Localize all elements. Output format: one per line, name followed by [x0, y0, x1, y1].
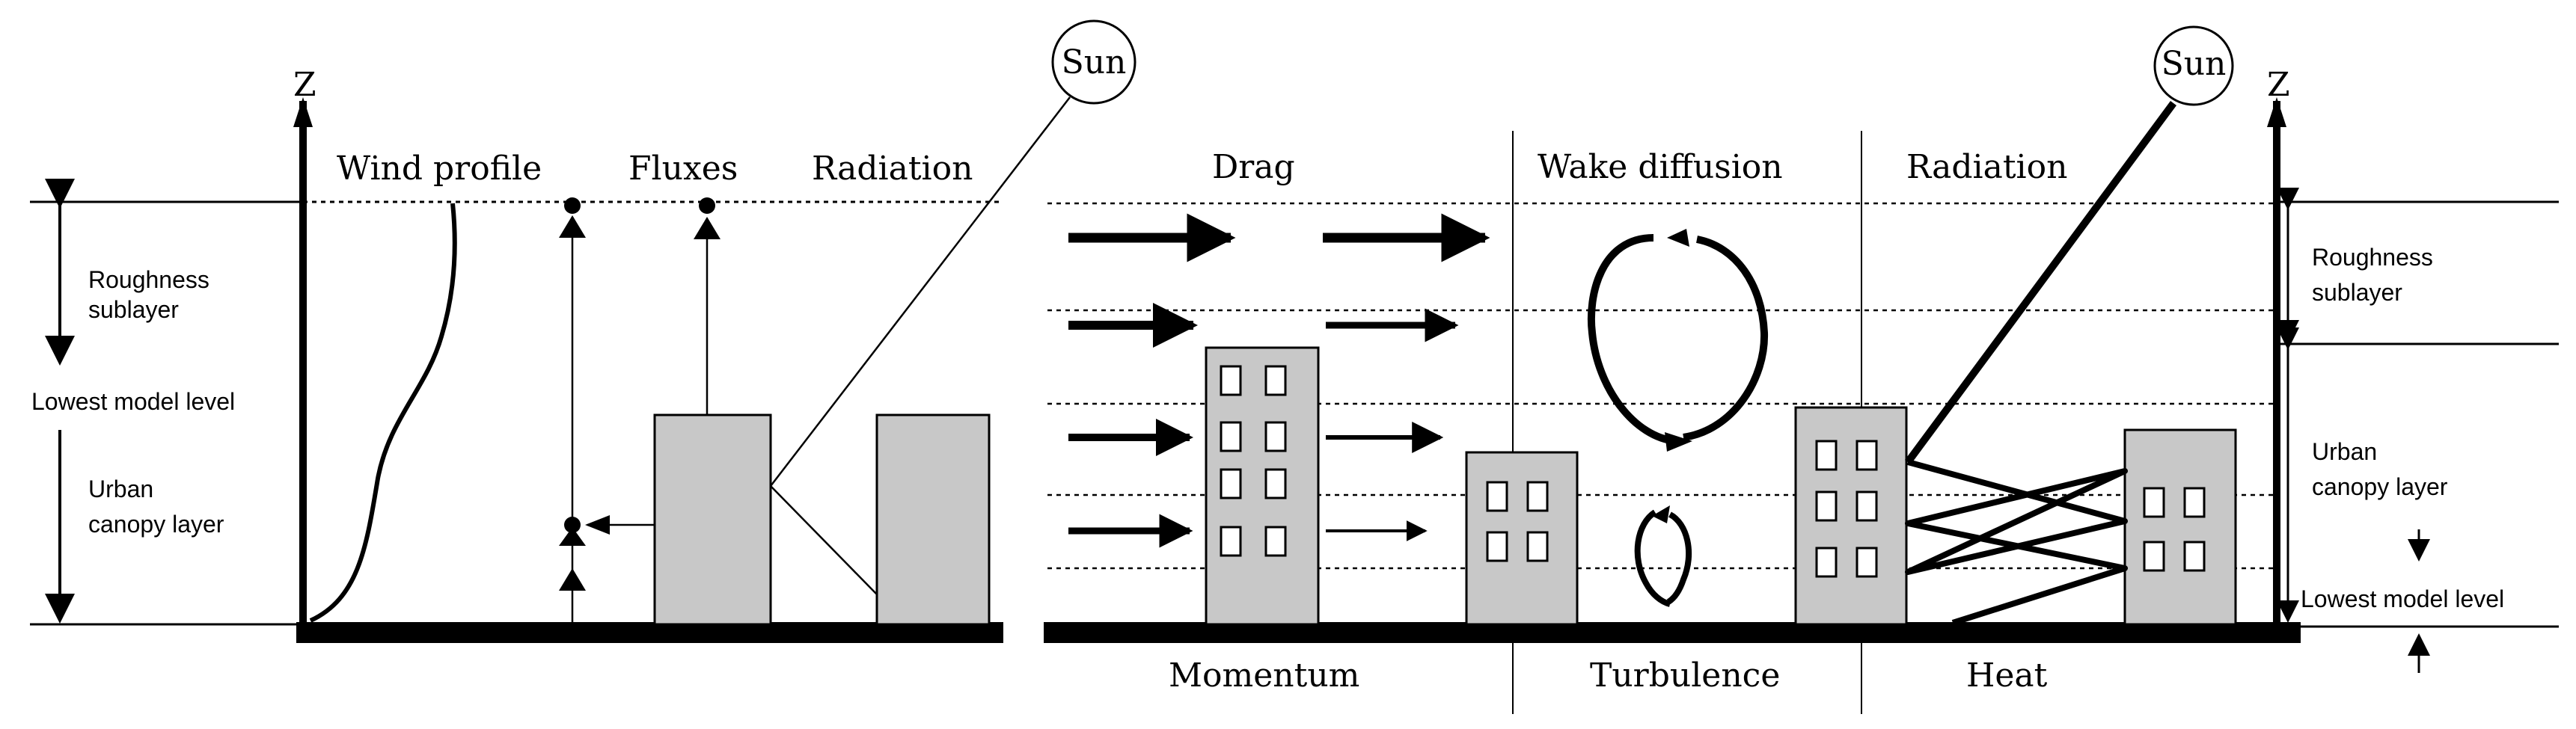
- left-panel: Z Roughness sublayer Lowest model level …: [30, 19, 1136, 643]
- left-reflected-ray: [770, 485, 878, 595]
- right-panel: Drag Wake diffusion Radiation Momentum T…: [1044, 25, 2559, 714]
- wake-building-windows: [1486, 481, 1549, 562]
- left-z-axis-arrowhead: [293, 97, 313, 127]
- left-roughness-label-1: Roughness: [88, 266, 209, 293]
- left-z-label: Z: [293, 66, 316, 104]
- fluxes-heading: Fluxes: [628, 150, 738, 188]
- flux-horizontal-arrowhead: [585, 515, 610, 535]
- wind-profile-curve: [309, 203, 457, 623]
- drag-heading: Drag: [1212, 148, 1295, 186]
- right-urban-label-1: Urban: [2312, 438, 2377, 465]
- right-lowest-model-level-label: Lowest model level: [2301, 585, 2504, 612]
- radiation-building-right-windows: [2143, 487, 2206, 572]
- left-building-1: [653, 413, 772, 626]
- flux-dot-1: [564, 197, 581, 214]
- right-roughness-label-1: Roughness: [2312, 244, 2433, 271]
- left-roughness-label-2: sublayer: [88, 296, 179, 323]
- flux-arrowhead-1b: [559, 568, 586, 591]
- right-roughness-label-2: sublayer: [2312, 279, 2402, 306]
- left-radiation-heading: Radiation: [812, 150, 973, 188]
- right-sun-label: Sun: [2162, 45, 2227, 83]
- radiation-building-left-windows: [1815, 440, 1878, 578]
- wake-eddy-small: [1634, 505, 1692, 607]
- left-building-2: [875, 413, 991, 626]
- right-z-label: Z: [2267, 66, 2290, 104]
- wind-profile-heading: Wind profile: [337, 150, 542, 188]
- reflection-zigzag: [1905, 459, 2128, 626]
- right-sun: [2153, 25, 2234, 106]
- right-radiation-heading: Radiation: [1906, 148, 2067, 186]
- flux-arrowhead-1: [559, 215, 586, 238]
- left-sun-label: Sun: [1062, 43, 1127, 81]
- heat-footer: Heat: [1966, 656, 2048, 695]
- radiation-building-right: [2123, 428, 2237, 626]
- wake-eddy-large: [1587, 229, 1769, 452]
- wake-building: [1465, 451, 1579, 626]
- flux-arrowhead-1c: [559, 527, 586, 546]
- left-sun-ray: [770, 96, 1071, 487]
- radiation-building-left: [1794, 406, 1908, 626]
- flux-dot-2: [699, 197, 715, 214]
- left-urban-label-1: Urban: [88, 476, 153, 502]
- turbulence-footer: Turbulence: [1590, 656, 1780, 695]
- right-ground: [1044, 622, 2301, 643]
- right-sun-ray: [1904, 101, 2177, 464]
- momentum-footer: Momentum: [1169, 656, 1359, 695]
- left-sun: [1051, 19, 1136, 105]
- left-urban-label-2: canopy layer: [88, 511, 224, 538]
- right-z-axis-arrowhead: [2267, 97, 2286, 127]
- left-lowest-model-level-label: Lowest model level: [31, 388, 235, 415]
- flux-dot-1b: [564, 517, 581, 533]
- wake-diffusion-heading: Wake diffusion: [1538, 148, 1783, 186]
- drag-building-windows: [1220, 365, 1287, 557]
- flux-arrowhead-2: [694, 217, 721, 239]
- right-urban-label-2: canopy layer: [2312, 473, 2448, 500]
- left-ground: [296, 622, 1003, 643]
